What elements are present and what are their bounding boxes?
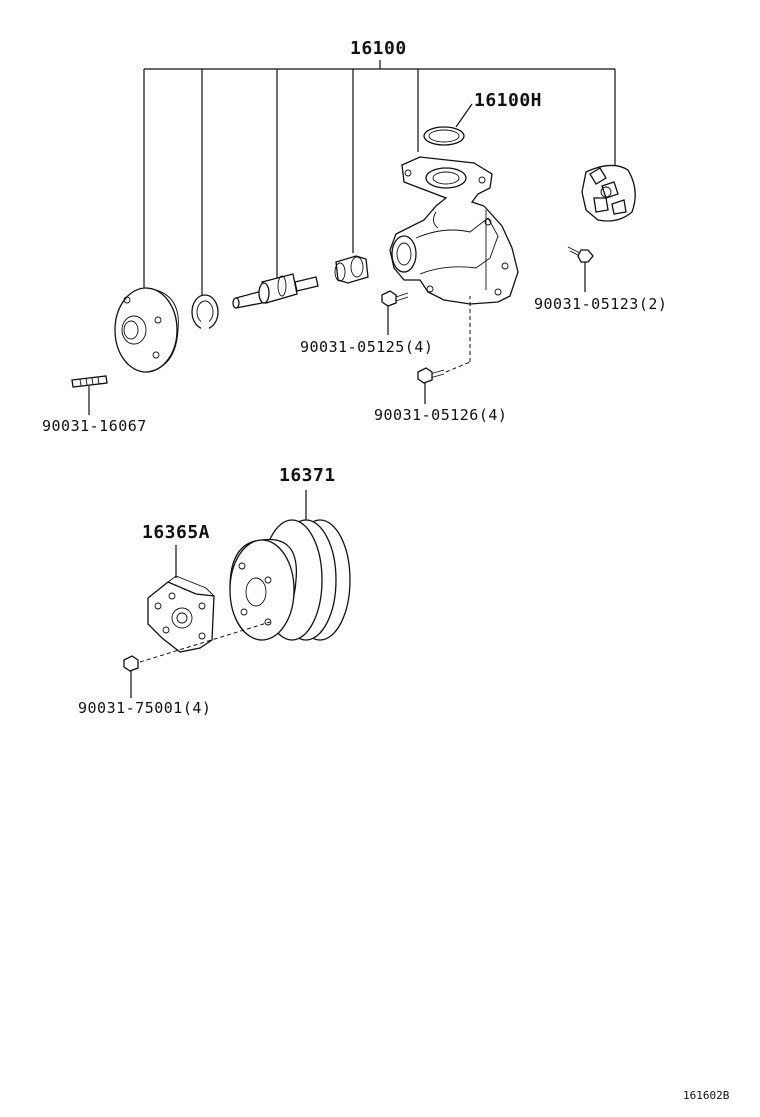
bolt-05125 [381, 290, 409, 335]
nut-75001 [123, 621, 271, 698]
stud-16067 [71, 375, 108, 415]
figure-code: 161602B [683, 1089, 730, 1102]
pulley-seat [147, 545, 215, 653]
snap-ring [191, 294, 219, 330]
water-pump-body [389, 156, 519, 305]
label-gasket: 16100H [474, 90, 543, 111]
bolt-05123 [567, 246, 594, 292]
assembly-bracket [143, 60, 616, 298]
label-assembly: 16100 [350, 38, 407, 59]
label-bolt-05126: 90031-05126(4) [374, 406, 508, 424]
gasket-ring [423, 103, 473, 146]
label-bolt-05123: 90031-05123(2) [534, 295, 668, 313]
label-nut-75001: 90031-75001(4) [78, 699, 212, 717]
pump-flange-hub [114, 287, 179, 373]
label-pulley-seat: 16365A [142, 522, 211, 543]
label-bolt-05125: 90031-05125(4) [300, 338, 434, 356]
pump-seal [334, 255, 369, 284]
label-stud-16067: 90031-16067 [42, 417, 147, 435]
bolt-05126 [417, 296, 471, 404]
label-pulley: 16371 [279, 465, 336, 486]
water-pump-pulley [229, 490, 351, 641]
pump-impeller [581, 164, 636, 222]
shaft-bearing [232, 273, 319, 309]
